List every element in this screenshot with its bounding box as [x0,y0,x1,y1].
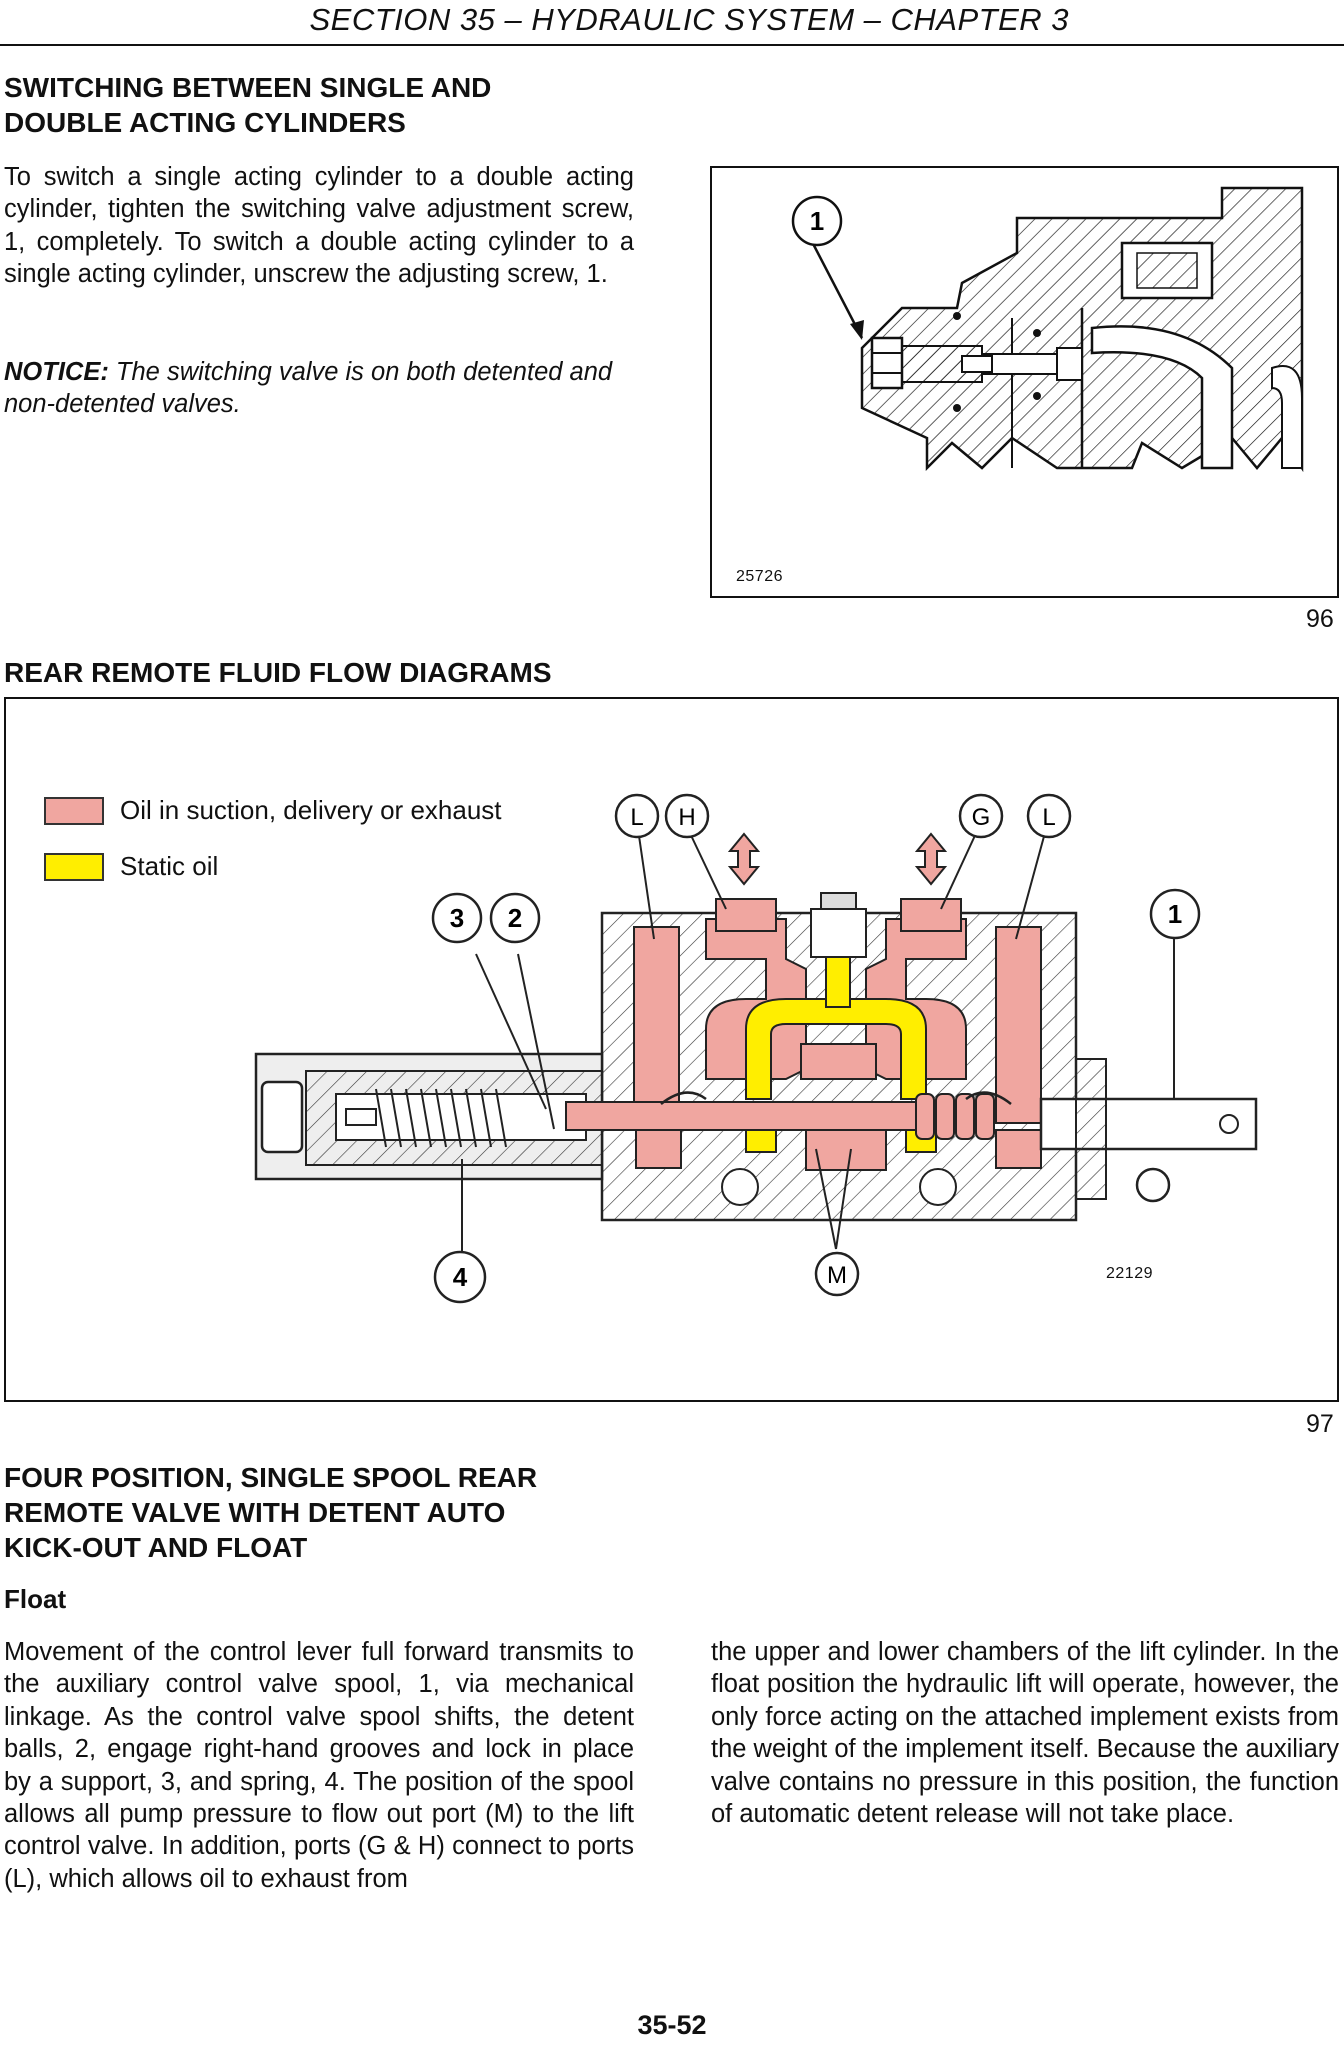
callout-H: H [664,793,710,839]
heading-line: SWITCHING BETWEEN SINGLE AND [4,72,492,103]
section-heading-flow-diagrams: REAR REMOTE FLUID FLOW DIAGRAMS [4,657,552,688]
callout-L-left: L [614,793,660,839]
legend-item-static: Static oil [44,851,218,882]
callout-label: H [678,804,695,831]
float-body-col2: the upper and lower chambers of the lift… [711,1638,1339,1829]
notice-paragraph: NOTICE: The switching valve is on both d… [4,356,634,421]
legend-swatch-static [44,852,104,881]
subheading-float: Float [4,1584,67,1614]
callout-4: 4 [433,1250,487,1304]
callout-M: M [814,1251,860,1297]
remote-valve-cutaway [254,828,1258,1259]
switching-valve-drawing [806,186,1304,473]
callout-1: 1 [791,195,843,247]
section-heading-switching: SWITCHING BETWEEN SINGLE AND DOUBLE ACTI… [4,70,491,140]
figure-number: 96 [1306,605,1334,633]
heading-line: FOUR POSITION, SINGLE SPOOL REAR [4,1462,538,1493]
callout-label: 1 [810,206,824,236]
callout-label: 2 [508,903,522,933]
figure-96-switching-valve: 1 25726 [710,166,1339,598]
heading-line: KICK-OUT AND FLOAT [4,1532,308,1563]
page-number: 35-52 [637,2010,707,2040]
callout-label: 1 [1168,899,1182,929]
section-title: SECTION 35 – HYDRAULIC SYSTEM – CHAPTER … [309,2,1069,37]
legend-swatch-flow [44,796,104,825]
float-body-col1: Movement of the control lever full forwa… [4,1638,634,1893]
legend-label: Oil in suction, delivery or exhaust [120,795,502,825]
callout-label: M [827,1262,847,1289]
figure-number: 97 [1306,1410,1334,1438]
section-heading-four-position: FOUR POSITION, SINGLE SPOOL REAR REMOTE … [4,1460,537,1565]
callout-3: 3 [431,892,483,944]
page-header: SECTION 35 – HYDRAULIC SYSTEM – CHAPTER … [0,0,1344,46]
callout-L-right: L [1026,793,1072,839]
switching-body-text: To switch a single acting cylinder to a … [4,163,634,289]
image-code: 25726 [736,568,783,585]
heading-line: DOUBLE ACTING CYLINDERS [4,107,406,138]
callout-label: L [1042,804,1055,831]
callout-label: 4 [453,1262,468,1292]
legend-item-flow: Oil in suction, delivery or exhaust [44,795,502,826]
callout-2: 2 [489,892,541,944]
callout-label: L [630,804,643,831]
legend-label: Static oil [120,851,219,881]
figure-97-flow-diagram: Oil in suction, delivery or exhaust Stat… [4,697,1339,1402]
callout-1: 1 [1149,888,1201,940]
notice-label: NOTICE: [4,358,109,386]
callout-label: 3 [450,903,464,933]
callout-G: G [958,793,1004,839]
image-code: 22129 [1106,1265,1153,1282]
notice-text: The switching valve is on both detented … [4,358,613,419]
callout-label: G [972,804,991,831]
heading-line: REMOTE VALVE WITH DETENT AUTO [4,1497,506,1528]
